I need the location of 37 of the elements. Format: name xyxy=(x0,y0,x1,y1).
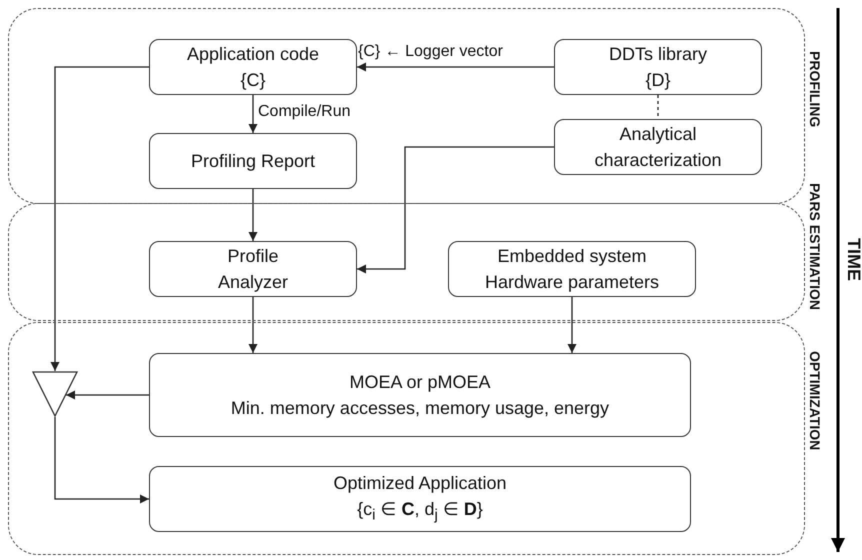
axis-label: TIME xyxy=(843,238,862,281)
node-title: Application code xyxy=(186,43,320,66)
phase-label: PROFILING xyxy=(807,51,823,128)
node-text: {D} xyxy=(645,69,671,92)
process-box xyxy=(149,353,691,437)
arrow xyxy=(66,390,149,400)
node-title: MOEA or pMOEA xyxy=(349,371,491,394)
arrow xyxy=(54,417,149,504)
process-box xyxy=(149,241,357,297)
arrow xyxy=(248,189,258,241)
node-text: {c$_{i}$ ∈ C, d$_{j}$ ∈ D} xyxy=(357,498,483,526)
node-title: Profiling Report xyxy=(190,150,316,173)
node-title: Analytical characterization xyxy=(593,123,723,172)
arrow xyxy=(357,146,554,274)
process-box xyxy=(554,119,762,175)
phase-label: OPTIMIZATION xyxy=(807,351,823,450)
phase-label: PARS ESTIMATION xyxy=(807,183,823,310)
process-box xyxy=(149,133,357,189)
node-title: Profile Analyzer xyxy=(216,245,290,294)
arrow xyxy=(248,95,258,133)
arrow xyxy=(568,297,576,353)
node-text: Min. memory accesses, memory usage, energy xyxy=(230,397,610,420)
node-title: Embedded system Hardware parameters xyxy=(484,245,660,294)
process-box xyxy=(448,241,696,297)
arrow xyxy=(50,66,149,371)
connector-line xyxy=(657,95,659,119)
node-text: {C} xyxy=(240,69,266,92)
node-title: DDTs library xyxy=(608,43,707,66)
process-box xyxy=(149,39,357,95)
triangle-symbol xyxy=(32,371,78,417)
process-box xyxy=(149,466,691,532)
arrow xyxy=(248,297,258,353)
edge-label: {C} ← Logger vector xyxy=(358,42,503,62)
process-box xyxy=(554,39,762,95)
arrow xyxy=(357,62,554,72)
node-title: Optimized Application xyxy=(333,472,507,495)
edge-label: Compile/Run xyxy=(258,102,350,122)
